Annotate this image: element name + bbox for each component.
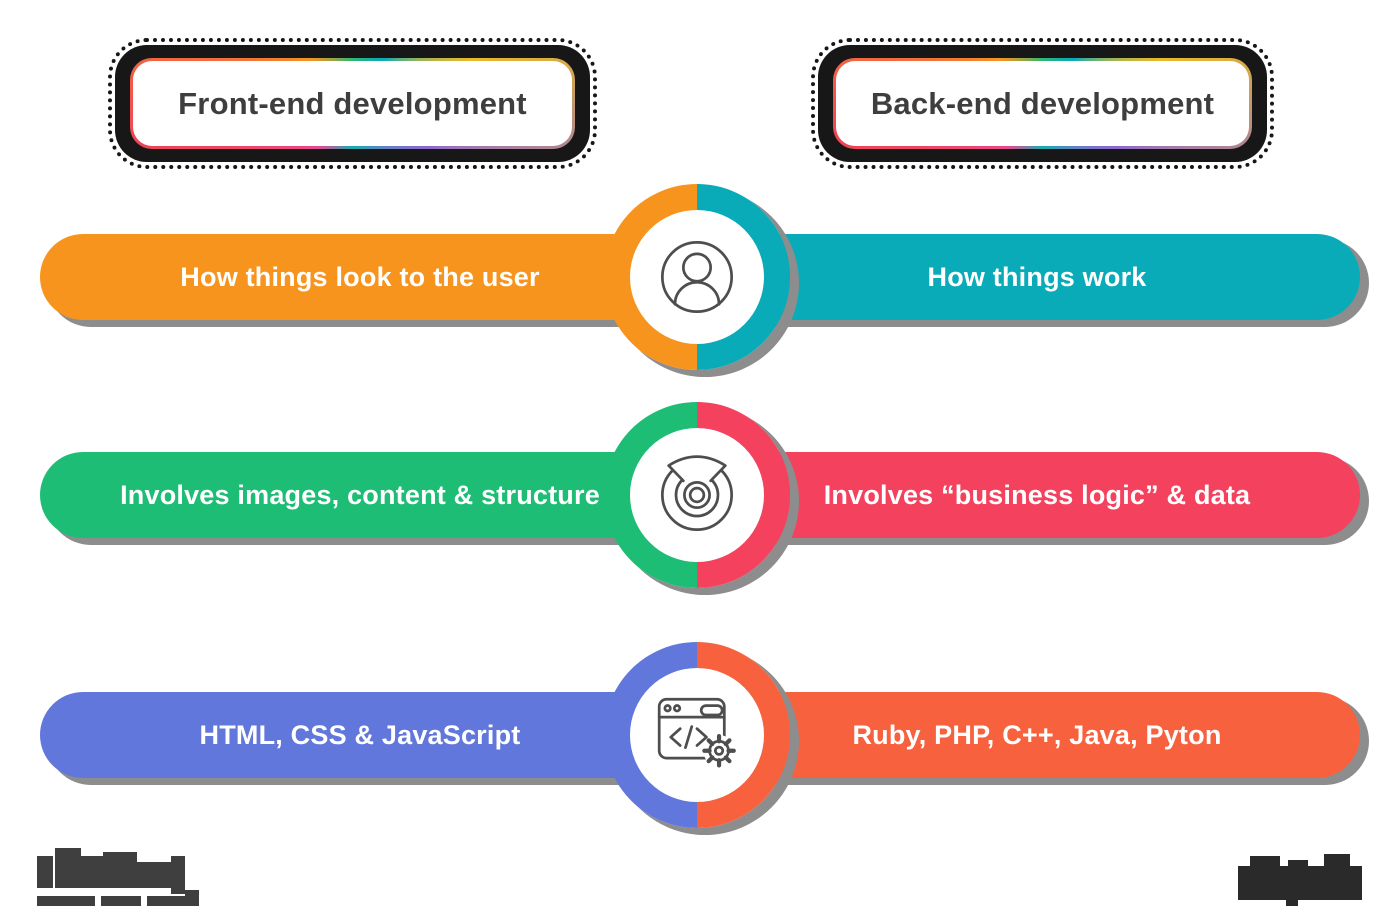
backend-pill: Ruby, PHP, C++, Java, Pyton — [714, 692, 1360, 778]
frontend-pill: HTML, CSS & JavaScript — [40, 692, 680, 778]
disc-icon — [660, 455, 734, 532]
comparison-row-appearance: How things look to the user How things w… — [0, 184, 1400, 370]
frontend-header-label: Front-end development — [130, 58, 575, 149]
frontend-pill: Involves images, content & structure — [40, 452, 680, 538]
backend-pill-label: Involves “business logic” & data — [823, 479, 1251, 510]
obscured-logo — [35, 846, 215, 908]
backend-header-box: Back-end development — [811, 38, 1274, 169]
obscured-watermark — [1228, 852, 1378, 906]
user-icon — [660, 240, 734, 314]
frontend-pill: How things look to the user — [40, 234, 680, 320]
icon-disc — [630, 668, 764, 802]
backend-header-label: Back-end development — [833, 58, 1252, 149]
backend-pill-label: Ruby, PHP, C++, Java, Pyton — [852, 719, 1222, 750]
backend-pill: Involves “business logic” & data — [714, 452, 1360, 538]
frontend-pill-label: How things look to the user — [180, 261, 540, 292]
comparison-row-languages: HTML, CSS & JavaScript Ruby, PHP, C++, J… — [0, 642, 1400, 828]
browser-code-gear-icon — [657, 697, 736, 768]
icon-disc — [630, 428, 764, 562]
frontend-header-box: Front-end development — [108, 38, 597, 169]
backend-pill-label: How things work — [927, 261, 1147, 292]
comparison-row-content: Involves images, content & structure Inv… — [0, 402, 1400, 588]
frontend-pill-label: Involves images, content & structure — [120, 479, 600, 510]
frontend-pill-label: HTML, CSS & JavaScript — [199, 719, 521, 750]
icon-disc — [630, 210, 764, 344]
backend-pill: How things work — [714, 234, 1360, 320]
